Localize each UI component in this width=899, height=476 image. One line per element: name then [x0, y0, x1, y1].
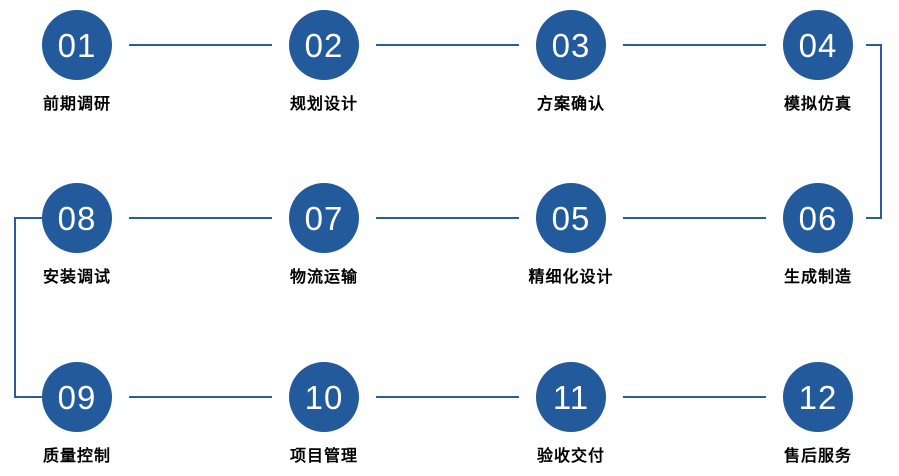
step-circle: 05: [536, 183, 606, 253]
connector-line: [129, 396, 272, 398]
step-label: 生成制造: [783, 267, 853, 286]
elbow-connector-right: [866, 217, 882, 219]
step-circle: 03: [536, 10, 606, 80]
connector-line: [376, 44, 519, 46]
step-number: 03: [551, 26, 591, 64]
connector-line: [376, 396, 519, 398]
step-label: 模拟仿真: [783, 94, 853, 113]
step-label: 项目管理: [289, 446, 359, 465]
step-number: 04: [798, 26, 838, 64]
step-circle: 06: [783, 183, 853, 253]
step-number: 11: [552, 378, 590, 416]
step-label: 售后服务: [783, 446, 853, 465]
step-circle: 01: [42, 10, 112, 80]
connector-line: [623, 396, 766, 398]
elbow-connector-right: [866, 44, 882, 46]
step-circle: 08: [42, 183, 112, 253]
step-number: 01: [57, 26, 97, 64]
step-circle: 12: [783, 362, 853, 432]
elbow-connector-left: [14, 217, 16, 398]
step-number: 09: [57, 378, 97, 416]
connector-line: [129, 44, 272, 46]
elbow-connector-left: [14, 396, 42, 398]
step-number: 10: [304, 378, 344, 416]
step-label: 方案确认: [536, 94, 606, 113]
step-label: 物流运输: [289, 267, 359, 286]
elbow-connector-right: [880, 44, 882, 219]
step-label: 精细化设计: [528, 267, 614, 286]
step-number: 07: [304, 199, 344, 237]
step-circle: 02: [289, 10, 359, 80]
step-label: 前期调研: [42, 94, 112, 113]
connector-line: [376, 217, 519, 219]
step-circle: 10: [289, 362, 359, 432]
step-number: 12: [798, 378, 838, 416]
connector-line: [129, 217, 272, 219]
step-label: 验收交付: [536, 446, 606, 465]
connector-line: [623, 217, 766, 219]
step-circle: 07: [289, 183, 359, 253]
step-number: 08: [57, 199, 97, 237]
step-label: 安装调试: [42, 267, 112, 286]
step-number: 06: [798, 199, 838, 237]
elbow-connector-left: [14, 217, 42, 219]
step-label: 质量控制: [42, 446, 112, 465]
step-circle: 11: [536, 362, 606, 432]
step-number: 05: [551, 199, 591, 237]
step-circle: 09: [42, 362, 112, 432]
step-number: 02: [304, 26, 344, 64]
step-circle: 04: [783, 10, 853, 80]
connector-line: [623, 44, 766, 46]
step-label: 规划设计: [289, 94, 359, 113]
